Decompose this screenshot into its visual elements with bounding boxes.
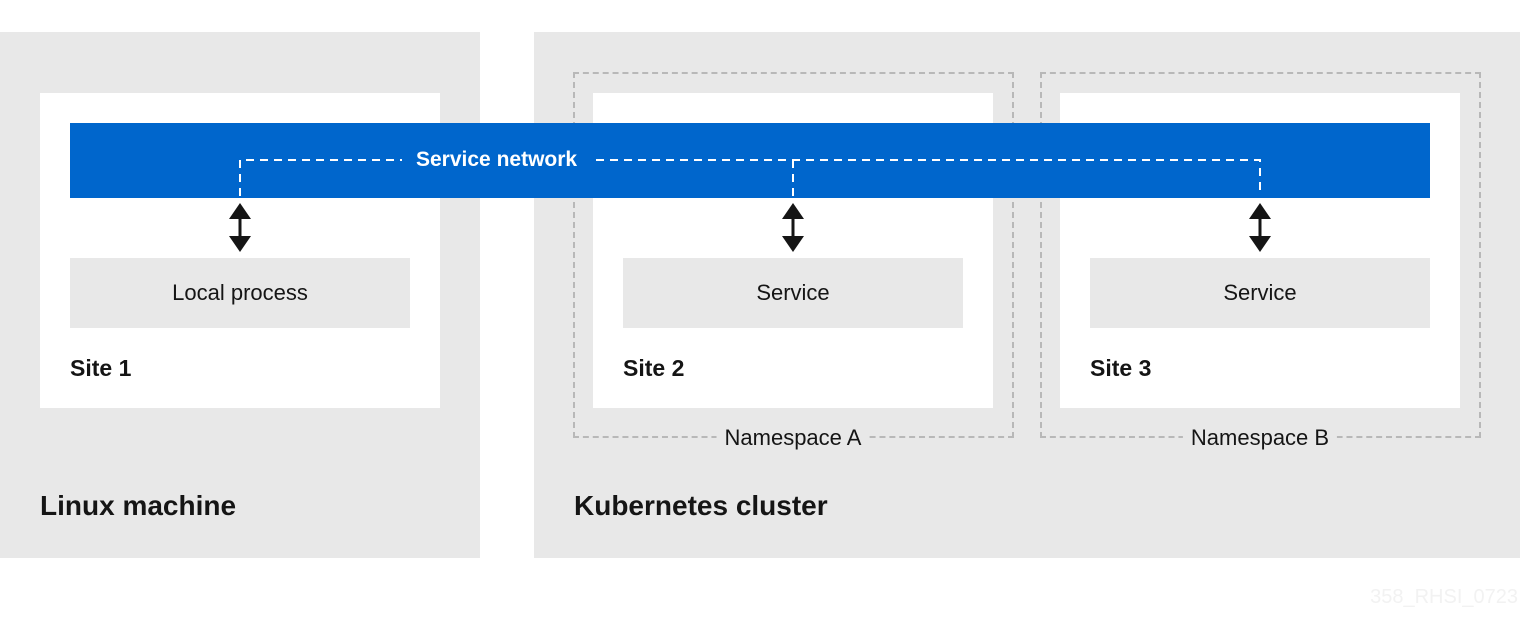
arrow-site-3 bbox=[1249, 203, 1271, 252]
namespace-a-label: Namespace A bbox=[716, 424, 870, 452]
linux-machine-label: Linux machine bbox=[40, 490, 237, 521]
arrow-site-2 bbox=[782, 203, 804, 252]
service-box-site-3: Service bbox=[1090, 258, 1430, 328]
service-box-site-2: Service bbox=[623, 258, 963, 328]
site-3-label: Site 3 bbox=[1090, 355, 1152, 381]
kubernetes-cluster-label: Kubernetes cluster bbox=[574, 490, 828, 521]
site-1-label: Site 1 bbox=[70, 355, 132, 381]
service-network-label: Service network bbox=[402, 147, 592, 173]
network-dashed-line bbox=[239, 159, 1261, 196]
namespace-b-label: Namespace B bbox=[1182, 424, 1338, 452]
figure-id-watermark: 358_RHSI_0723 bbox=[1370, 586, 1518, 608]
site-2-label: Site 2 bbox=[623, 355, 685, 381]
arrow-site-1 bbox=[229, 203, 251, 252]
local-process-box: Local process bbox=[70, 258, 410, 328]
